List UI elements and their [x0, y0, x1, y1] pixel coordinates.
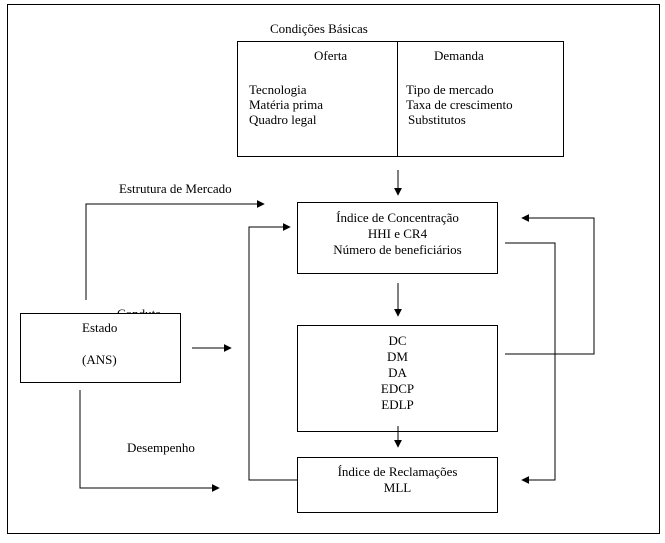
arrow-conduct-to-concentration — [505, 214, 595, 355]
demand-item: Substitutos — [408, 112, 466, 127]
arrow-state-to-structure — [85, 200, 265, 300]
concentration-line: HHI e CR4 — [367, 226, 428, 241]
figure-frame — [7, 4, 660, 534]
concentration-line: Número de beneficiários — [333, 242, 462, 257]
results-line: Índice de Reclamações — [337, 464, 458, 479]
state-agency: (ANS) — [82, 352, 117, 367]
state-name: Estado — [82, 320, 118, 335]
state-box — [20, 313, 181, 383]
conduct-line: DC — [388, 333, 407, 348]
offer-item: Tecnologia — [249, 82, 307, 97]
performance-label: Desempenho — [127, 440, 195, 455]
results-box — [297, 457, 498, 513]
diagram-title: Condições Básicas — [270, 21, 368, 36]
arrow-state-to-performance — [79, 390, 220, 492]
offer-item: Matéria prima — [249, 97, 323, 112]
concentration-box — [297, 202, 498, 274]
conduct-line: DA — [388, 365, 407, 380]
structure-label: Estrutura de Mercado — [119, 181, 232, 196]
demand-item: Taxa de crescimento — [406, 97, 513, 112]
conduct-line: EDLP — [381, 397, 414, 412]
demand-heading: Demanda — [434, 48, 484, 63]
conduct-line: DM — [387, 349, 408, 364]
basic-conditions-box — [237, 41, 564, 157]
arrow-results-to-concentration — [248, 223, 297, 481]
arrow-concentration-to-results — [505, 242, 556, 484]
conduct-line: EDCP — [380, 381, 415, 396]
results-line: MLL — [383, 480, 412, 495]
concentration-line: Índice de Concentração — [336, 210, 459, 225]
offer-item: Quadro legal — [249, 112, 317, 127]
offer-heading: Oferta — [314, 48, 348, 63]
conduct-box — [297, 325, 498, 432]
demand-item: Tipo de mercado — [406, 82, 494, 97]
basic-conditions-divider — [397, 41, 398, 157]
